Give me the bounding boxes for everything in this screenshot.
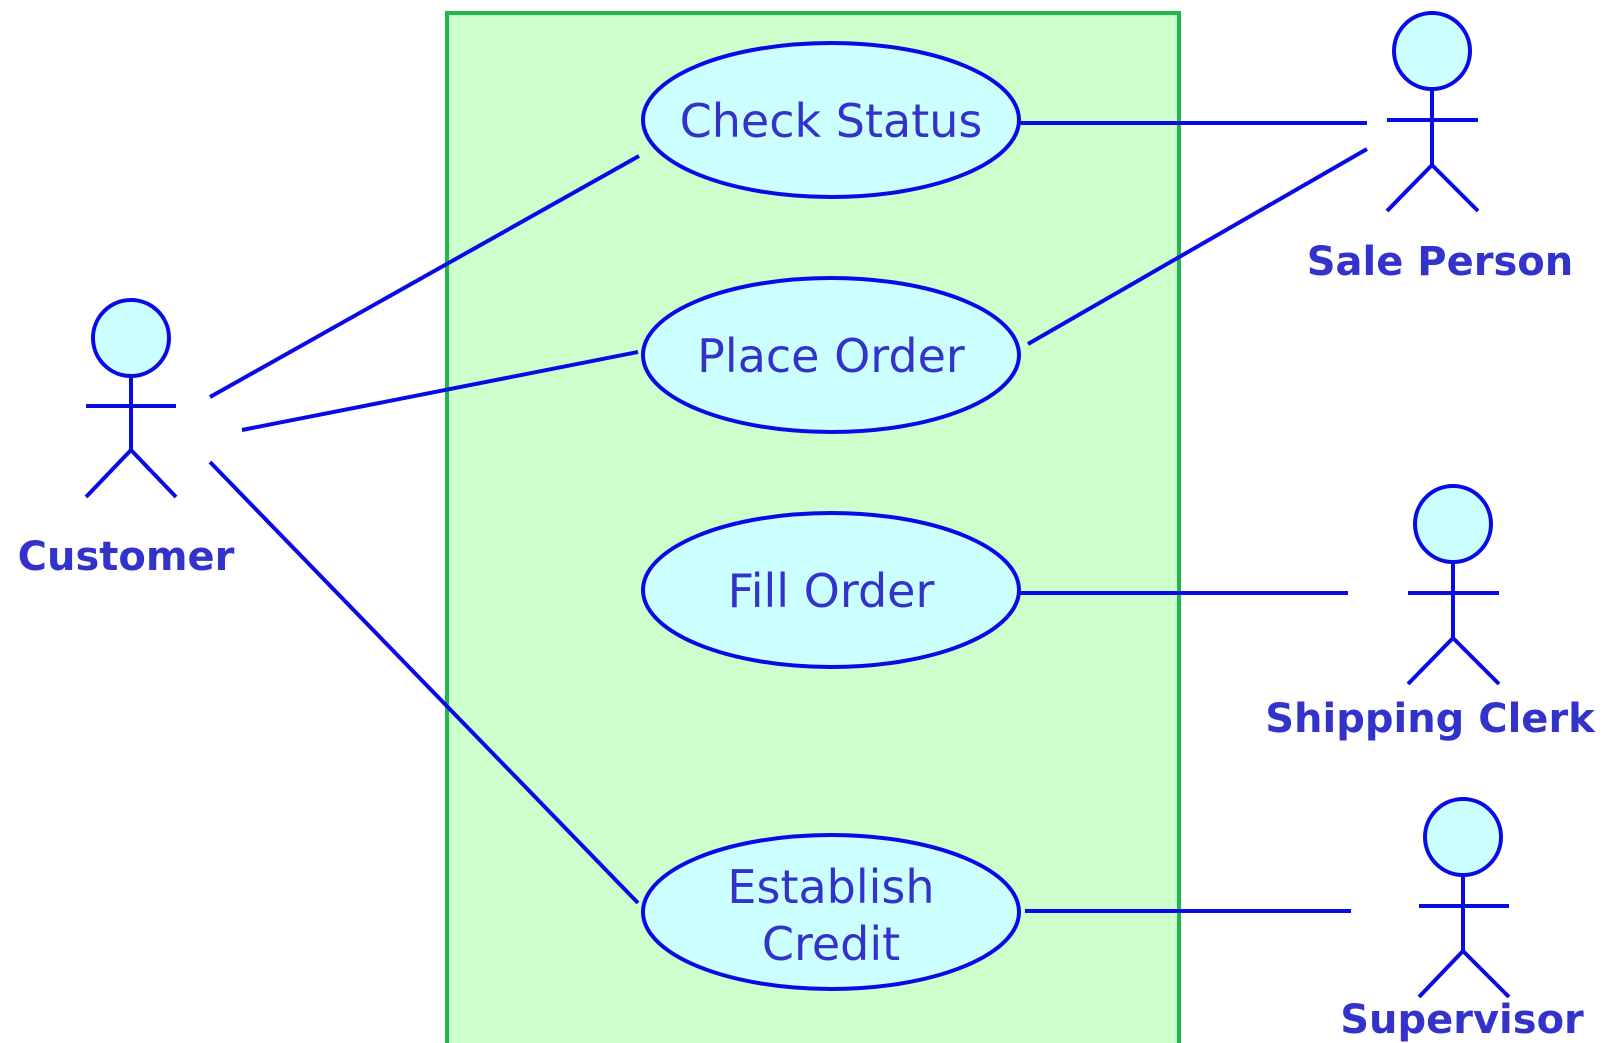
actor-label: Supervisor <box>1340 997 1584 1043</box>
stick-figure-icon <box>1385 11 1480 213</box>
assoc-saleperson-place-order <box>1027 147 1368 346</box>
actor-label: Shipping Clerk <box>1265 696 1596 742</box>
actor-sale-person: Sale Person <box>1307 11 1574 285</box>
use-case-check-status: Check Status <box>641 41 1021 199</box>
assoc-customer-check-status <box>209 154 640 399</box>
use-case-label: Check Status <box>680 94 983 148</box>
stick-figure-icon <box>1417 797 1511 999</box>
assoc-customer-establish-credit <box>208 460 640 905</box>
actor-customer: Customer <box>18 298 235 580</box>
use-case-label: Fill Order <box>728 564 935 618</box>
actor-label: Customer <box>18 534 235 580</box>
stick-figure-icon <box>1406 484 1501 686</box>
use-case-place-order: Place Order <box>641 276 1021 434</box>
actor-supervisor: Supervisor <box>1340 797 1584 1043</box>
use-case-fill-order: Fill Order <box>641 511 1021 669</box>
use-case-label-line1: Establish <box>727 860 934 914</box>
use-case-label-line2: Credit <box>762 917 900 971</box>
use-case-label: Place Order <box>697 329 965 383</box>
actor-shipping-clerk: Shipping Clerk <box>1265 484 1596 742</box>
stick-figure-icon <box>84 298 178 499</box>
use-case-establish-credit: Establish Credit <box>641 833 1021 991</box>
actor-label: Sale Person <box>1307 239 1574 285</box>
assoc-customer-place-order <box>241 350 639 432</box>
